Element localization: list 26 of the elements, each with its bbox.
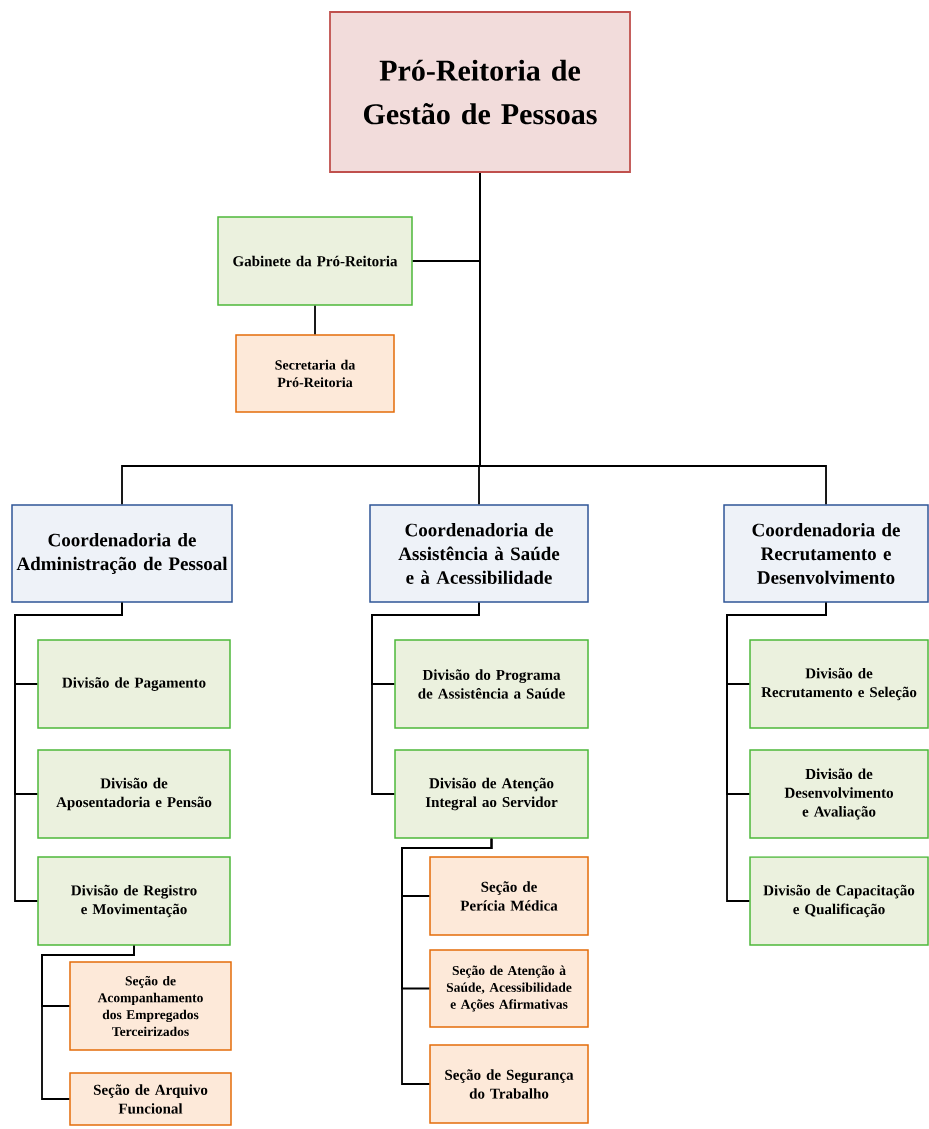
division-box: Divisão de Recrutamento e Seleção [749, 639, 929, 729]
division-box: Gabinete da Pró-Reitoria [217, 216, 413, 306]
division-box: Divisão do Programa de Assistência a Saúde [394, 639, 589, 729]
section-box: Seção de Perícia Médica [429, 856, 589, 936]
division-box: Divisão de Aposentadoria e Pensão [37, 749, 231, 839]
connector-line [401, 837, 493, 1085]
division-box: Divisão de Capacitação e Qualificação [749, 856, 929, 946]
connector-line [726, 601, 827, 902]
connector-line [314, 304, 316, 336]
division-box: Divisão de Desenvolvimento e Avaliação [749, 749, 929, 839]
section-box: Seção de Arquivo Funcional [69, 1072, 232, 1126]
section-box: Seção de Segurança do Trabalho [429, 1044, 589, 1124]
department-box: Coordenadoria de Recrutamento e Desenvolvimento [723, 504, 929, 603]
section-box: Seção de Atenção à Saúde, Acessibilidade e Ações Afirmativas [429, 949, 589, 1028]
section-box: Seção de Acompanhamento dos Empregados Terceirizados [69, 961, 232, 1051]
connector-line [479, 172, 827, 506]
division-box: Divisão de Pagamento [37, 639, 231, 729]
department-box: Coordenadoria de Administração de Pessoal [11, 504, 233, 603]
title-box: Pró-Reitoria de Gestão de Pessoas [329, 11, 631, 173]
division-box: Divisão de Atenção Integral ao Servidor [394, 749, 589, 839]
connector-line [41, 944, 135, 1100]
section-box: Secretaria da Pró-Reitoria [235, 334, 395, 413]
connector-line [371, 601, 480, 795]
department-box: Coordenadoria de Assistência à Saúde e à Acessibilidade [369, 504, 589, 603]
division-box: Divisão de Registro e Movimentação [37, 856, 231, 946]
connector-line [14, 601, 123, 902]
